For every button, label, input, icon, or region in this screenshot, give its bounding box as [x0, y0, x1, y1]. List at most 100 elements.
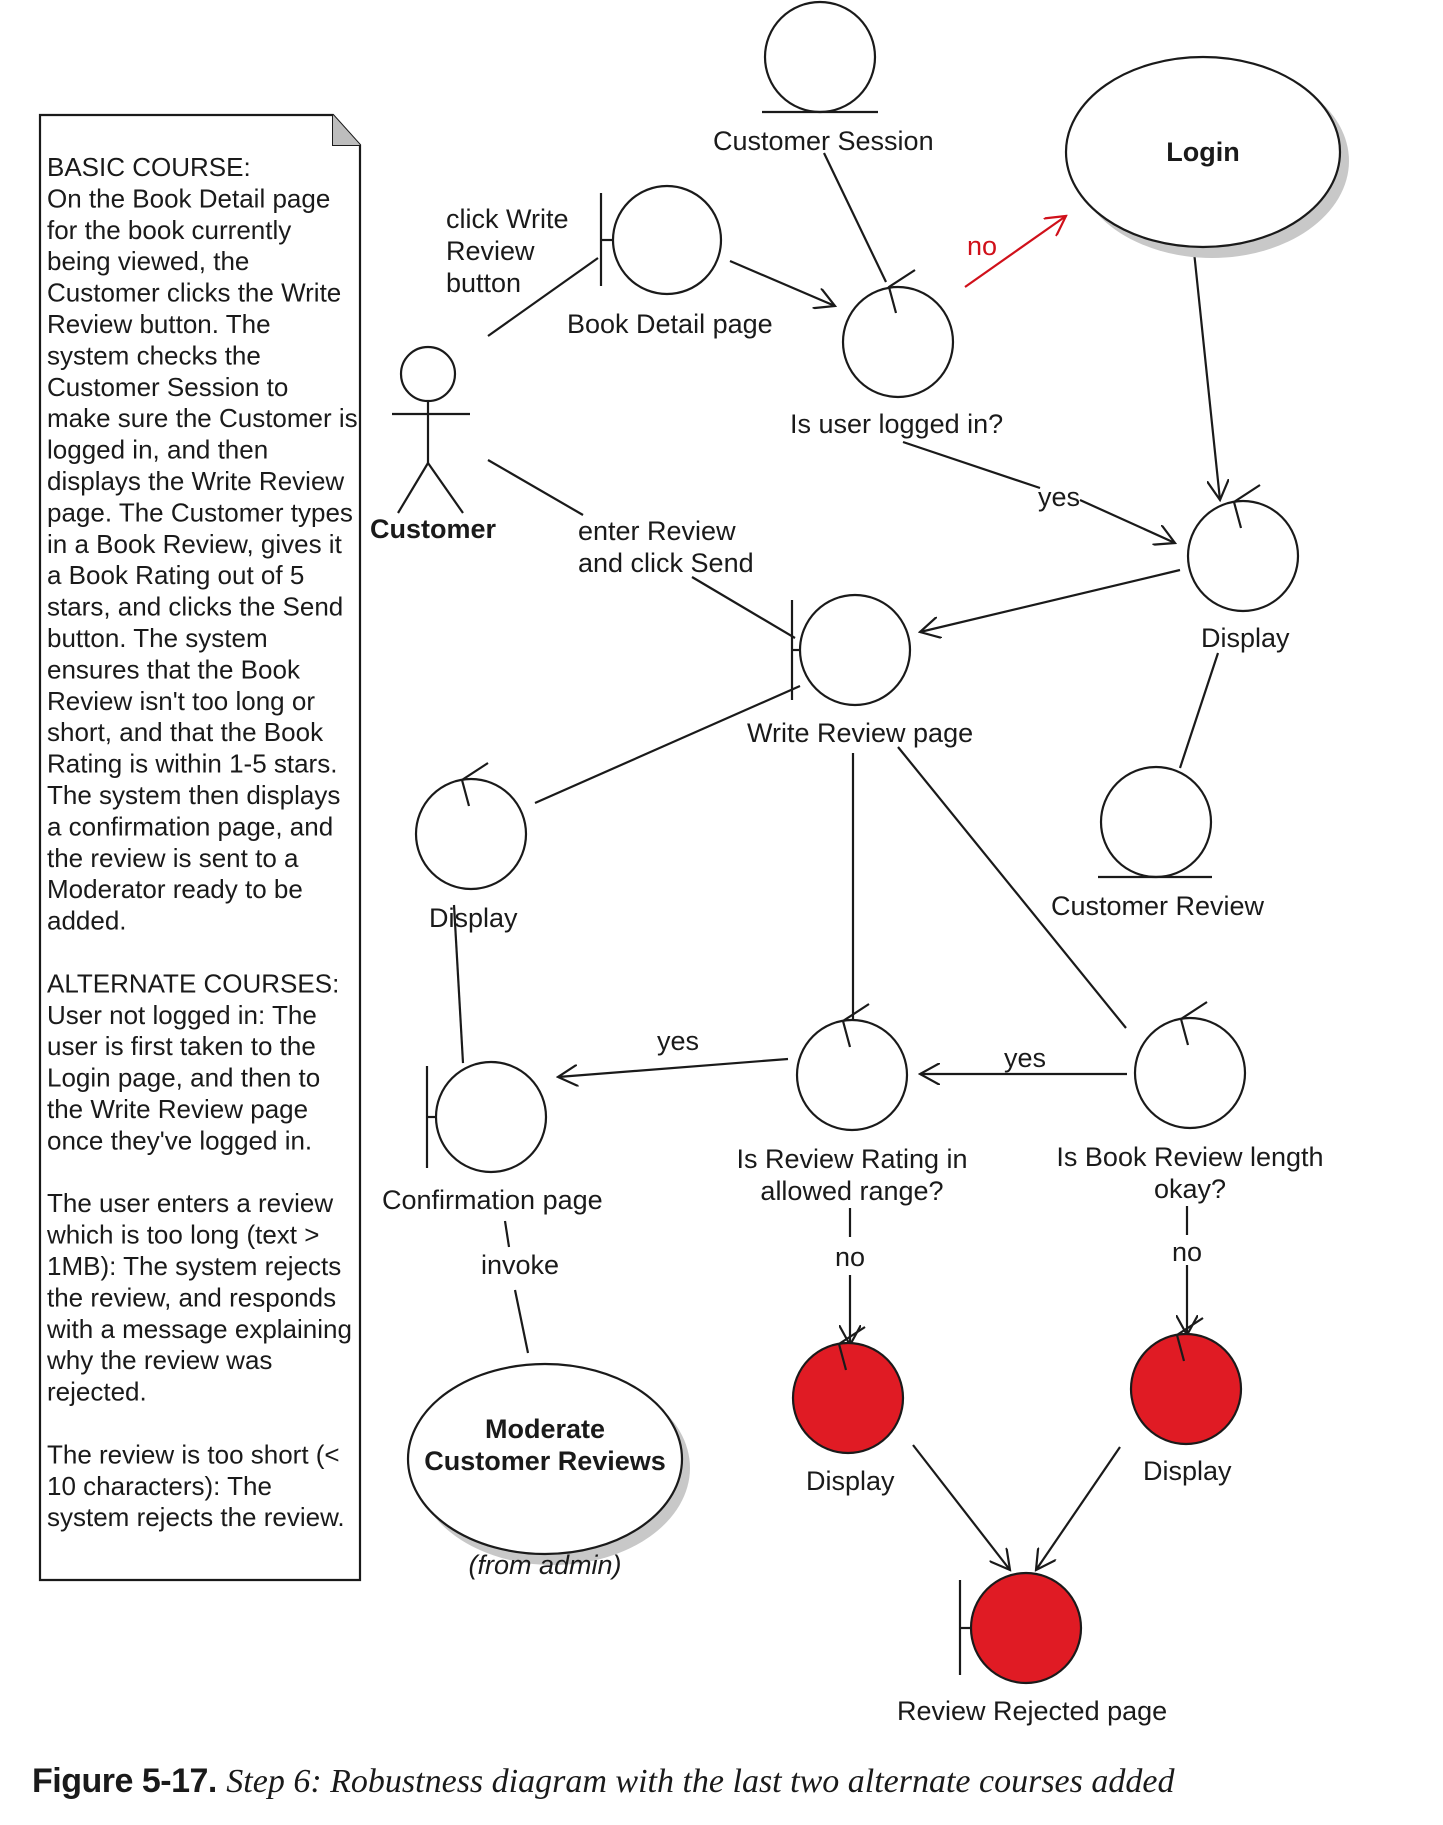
note-line: the review is sent to a	[47, 843, 299, 873]
no-login-label: no	[967, 231, 997, 261]
is-user-logged-in-label: Is user logged in?	[790, 409, 1003, 439]
edge-no-login	[964, 216, 1066, 288]
yes-display-label: yes	[1038, 482, 1080, 512]
edge-confirmation-invoke-a	[503, 1220, 511, 1248]
note-line: stars, and clicks the Send	[47, 592, 343, 622]
moderate-label-1: Moderate	[485, 1414, 605, 1444]
note-line: with a message explaining	[46, 1314, 352, 1344]
note-line: for the book currently	[47, 215, 291, 245]
note-line	[47, 1157, 54, 1187]
is-book-review-length-label-1: Is Book Review length	[1056, 1142, 1323, 1172]
note-line: make sure the Customer is	[47, 403, 358, 433]
note-line: the Write Review page	[47, 1094, 308, 1124]
is-review-rating-label-2: allowed range?	[760, 1176, 943, 1206]
from-admin-label: (from admin)	[468, 1550, 621, 1580]
display-red-left-control	[791, 1326, 905, 1455]
edge-book-detail-logged-in	[729, 259, 835, 306]
display-red-right-control	[1129, 1317, 1243, 1446]
edge-logged-in-yes-a	[902, 440, 1041, 490]
note-line: User not logged in: The	[47, 1000, 317, 1030]
moderate-customer-reviews-use-case	[406, 1362, 690, 1565]
note-line: displays the Write Review	[47, 466, 344, 496]
click-write-label-1: click Write	[446, 204, 569, 234]
display-left-label: Display	[429, 903, 518, 933]
note-line: added.	[47, 906, 127, 936]
display-left-control	[414, 762, 528, 891]
edge-confirmation-invoke-b	[513, 1289, 530, 1354]
note-line: a confirmation page, and	[47, 811, 333, 841]
figure-caption: Figure 5-17. Step 6: Robustness diagram …	[32, 1762, 1174, 1801]
is-book-review-length-control	[1133, 1001, 1247, 1130]
click-write-label-3: button	[446, 268, 521, 298]
book-detail-page-label: Book Detail page	[567, 309, 773, 339]
review-rejected-page-label: Review Rejected page	[897, 1696, 1167, 1726]
yes-rating-label: yes	[1004, 1043, 1046, 1073]
note-line: Rating is within 1-5 stars.	[47, 749, 337, 779]
note-line: Customer clicks the Write	[47, 278, 341, 308]
note-line: which is too long (text >	[46, 1220, 319, 1250]
note-line: Moderator ready to be	[47, 874, 303, 904]
yes-confirm-label: yes	[657, 1026, 699, 1056]
login-label: Login	[1166, 137, 1239, 167]
customer-review-label: Customer Review	[1051, 891, 1265, 921]
note-line	[47, 1408, 54, 1438]
review-rejected-page-boundary	[958, 1571, 1083, 1685]
note-line: The user enters a review	[47, 1188, 333, 1218]
note-line: why the review was	[46, 1345, 272, 1375]
note-line: rejected.	[47, 1377, 147, 1407]
note-line: BASIC COURSE:	[47, 152, 251, 182]
figure-title: Step 6: Robustness diagram with the last…	[226, 1763, 1175, 1800]
note-line: 1MB): The system rejects	[47, 1251, 341, 1281]
note-line: ALTERNATE COURSES:	[47, 968, 339, 998]
enter-review-label-1: enter Review	[578, 516, 736, 546]
edge-customer-write-review-b	[691, 576, 796, 639]
note-line: Customer Session to	[47, 372, 288, 402]
no-rating-label: no	[835, 1242, 865, 1272]
note-line: in a Book Review, gives it	[47, 529, 343, 559]
customer-review-entity	[1098, 765, 1213, 879]
edge-customer-book-detail	[487, 257, 599, 337]
is-review-rating-label-1: Is Review Rating in	[736, 1144, 967, 1174]
display-red-left-label: Display	[806, 1466, 895, 1496]
note-line: the review, and responds	[47, 1282, 336, 1312]
note-line: once they've logged in.	[47, 1125, 312, 1155]
edge-logged-in-yes-b	[1079, 498, 1175, 543]
edge-red-right-rejected	[1036, 1446, 1121, 1570]
edges	[452, 152, 1220, 1570]
note-line: system checks the	[47, 340, 261, 370]
note-line: The review is too short (<	[47, 1439, 340, 1469]
edge-session-logged-in	[823, 152, 887, 283]
note-line: a Book Rating out of 5	[47, 560, 304, 590]
customer-label: Customer	[370, 514, 497, 544]
book-detail-page-boundary	[599, 184, 723, 296]
note-line: system rejects the review.	[47, 1502, 345, 1532]
note-line: Review isn't too long or	[47, 686, 315, 716]
display-red-right-label: Display	[1143, 1456, 1232, 1486]
login-use-case	[1064, 55, 1349, 258]
edge-rating-yes-confirmation	[558, 1057, 789, 1077]
write-review-page-boundary	[790, 593, 912, 707]
note-line: ensures that the Book	[47, 654, 301, 684]
note-line: logged in, and then	[47, 435, 268, 465]
note-line: On the Book Detail page	[47, 183, 330, 213]
customer-session-entity	[762, 0, 878, 114]
no-length-label: no	[1172, 1237, 1202, 1267]
note-line: 10 characters): The	[47, 1471, 272, 1501]
edge-red-left-rejected	[912, 1444, 1010, 1570]
is-review-rating-control	[795, 1003, 909, 1132]
note-line: Login page, and then to	[47, 1063, 320, 1093]
confirmation-page-label: Confirmation page	[382, 1185, 603, 1215]
figure-number: Figure 5-17.	[32, 1762, 217, 1800]
confirmation-page-boundary	[425, 1060, 548, 1174]
is-user-logged-in-control	[841, 269, 955, 399]
enter-review-label-2: and click Send	[578, 548, 754, 578]
edge-display-write-review	[920, 568, 1181, 632]
note-line	[47, 937, 54, 967]
customer-session-label: Customer Session	[713, 126, 934, 156]
note-line: Review button. The	[47, 309, 271, 339]
moderate-label-2: Customer Reviews	[424, 1446, 666, 1476]
note-line: button. The system	[47, 623, 268, 653]
